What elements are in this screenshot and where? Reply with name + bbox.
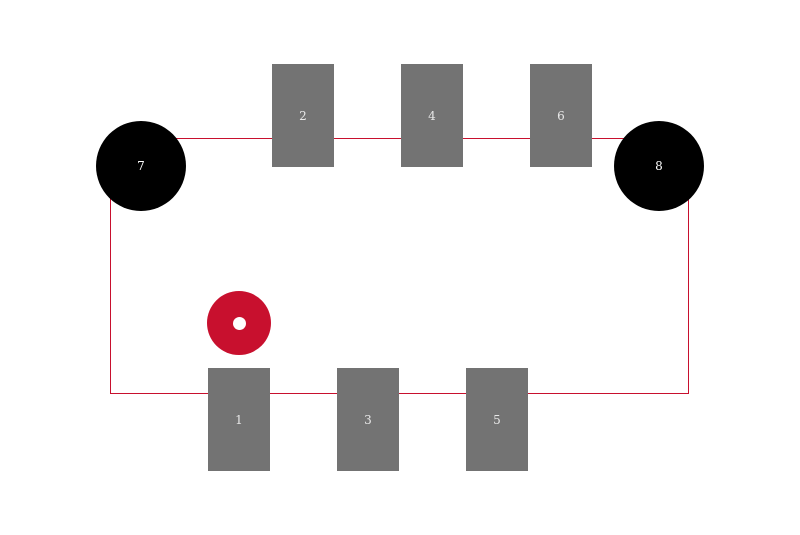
- pad-label: 1: [235, 412, 243, 427]
- hole-label: 8: [655, 159, 663, 173]
- hole-label: 7: [137, 159, 145, 173]
- pad-label: 2: [299, 108, 307, 123]
- pad-4[interactable]: 4: [401, 64, 463, 167]
- mounting-hole-8[interactable]: 8: [614, 121, 704, 211]
- pad-1[interactable]: 1: [208, 368, 270, 471]
- pad-2[interactable]: 2: [272, 64, 334, 167]
- pad-label: 5: [493, 412, 501, 427]
- pad-label: 4: [428, 108, 436, 123]
- pad-label: 3: [364, 412, 372, 427]
- component-outline: [110, 138, 689, 394]
- pad-3[interactable]: 3: [337, 368, 399, 471]
- pad-5[interactable]: 5: [466, 368, 528, 471]
- mounting-hole-7[interactable]: 7: [96, 121, 186, 211]
- marker-center-dot: [232, 316, 246, 330]
- pad-6[interactable]: 6: [530, 64, 592, 167]
- pin1-marker-icon: [207, 291, 271, 355]
- pad-label: 6: [557, 108, 565, 123]
